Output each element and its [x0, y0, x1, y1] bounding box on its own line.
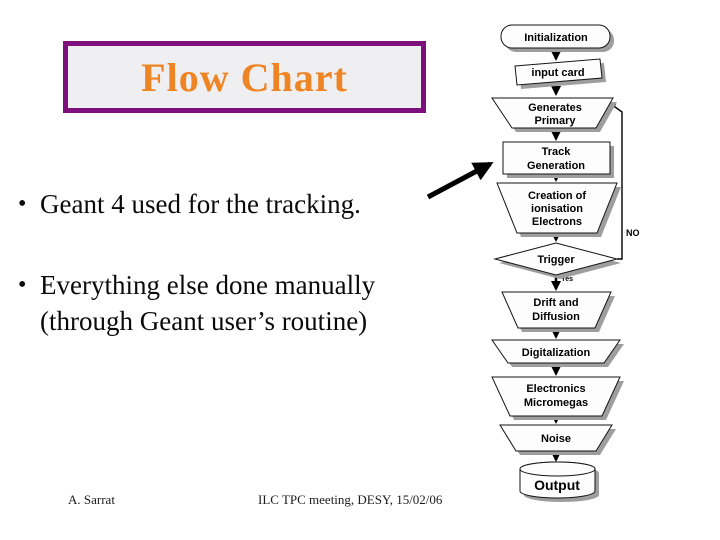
node-creation-ionisation-line1: Creation of [528, 190, 586, 202]
node-track-generation [502, 141, 611, 175]
node-creation-ionisation-line2: ionisation [531, 203, 583, 215]
bullet-text-2-line2: (through Geant user’s routine) [40, 306, 368, 336]
node-electronics-micromegas-line1: Electronics [526, 383, 585, 395]
bullet-text-2-line1: Everything else done manually [40, 270, 376, 300]
bullet-text-1: Geant 4 used for the tracking. [40, 189, 361, 219]
page-title: Flow Chart [141, 54, 348, 100]
bullet-item-1: • Geant 4 used for the tracking. [18, 186, 473, 222]
node-output-label: Output [534, 477, 580, 493]
footer-author: A. Sarrat [68, 492, 115, 507]
node-electronics-micromegas [491, 376, 621, 417]
node-noise-label: Noise [541, 433, 571, 445]
node-noise [499, 424, 613, 452]
node-trigger-label: Trigger [537, 254, 575, 266]
node-drift-diffusion-line2: Diffusion [532, 311, 580, 323]
node-drift-diffusion-line1: Drift and [533, 297, 578, 309]
node-output-lid [519, 461, 596, 477]
node-initialization [500, 24, 611, 49]
node-track-generation-line1: Track [542, 146, 572, 158]
node-generates-primary [491, 97, 614, 129]
bullet-marker: • [18, 191, 27, 217]
node-generates-primary-line2: Primary [535, 115, 577, 127]
connector-no-loop [610, 103, 623, 260]
bullet-text-2: Everything else done manually (through G… [40, 267, 375, 339]
node-input-card-label: input card [531, 67, 584, 79]
bullet-list: • Geant 4 used for the tracking. • Every… [18, 186, 473, 339]
node-initialization-label: Initialization [524, 32, 588, 44]
node-input-card [514, 58, 603, 86]
node-digitalization [491, 339, 621, 364]
node-trigger [493, 242, 619, 276]
title-box: Flow Chart [63, 41, 426, 113]
bullet-item-2: • Everything else done manually (through… [18, 267, 473, 339]
footer-meeting: ILC TPC meeting, DESY, 15/02/06 [258, 492, 443, 507]
node-digitalization-label: Digitalization [522, 347, 591, 359]
branch-label-no: NO [626, 228, 640, 238]
node-creation-ionisation-line3: Electrons [532, 216, 582, 228]
node-electronics-micromegas-line2: Micromegas [524, 397, 588, 409]
node-drift-diffusion [501, 291, 612, 329]
node-generates-primary-line1: Generates [528, 102, 582, 114]
bullet-marker: • [18, 272, 27, 298]
node-track-generation-line2: Generation [527, 160, 585, 172]
branch-label-yes: Yes [561, 276, 573, 283]
node-creation-ionisation [496, 182, 618, 234]
callout-arrow [426, 161, 494, 200]
flowchart: NO Yes Initialization input card Generat… [426, 24, 640, 503]
